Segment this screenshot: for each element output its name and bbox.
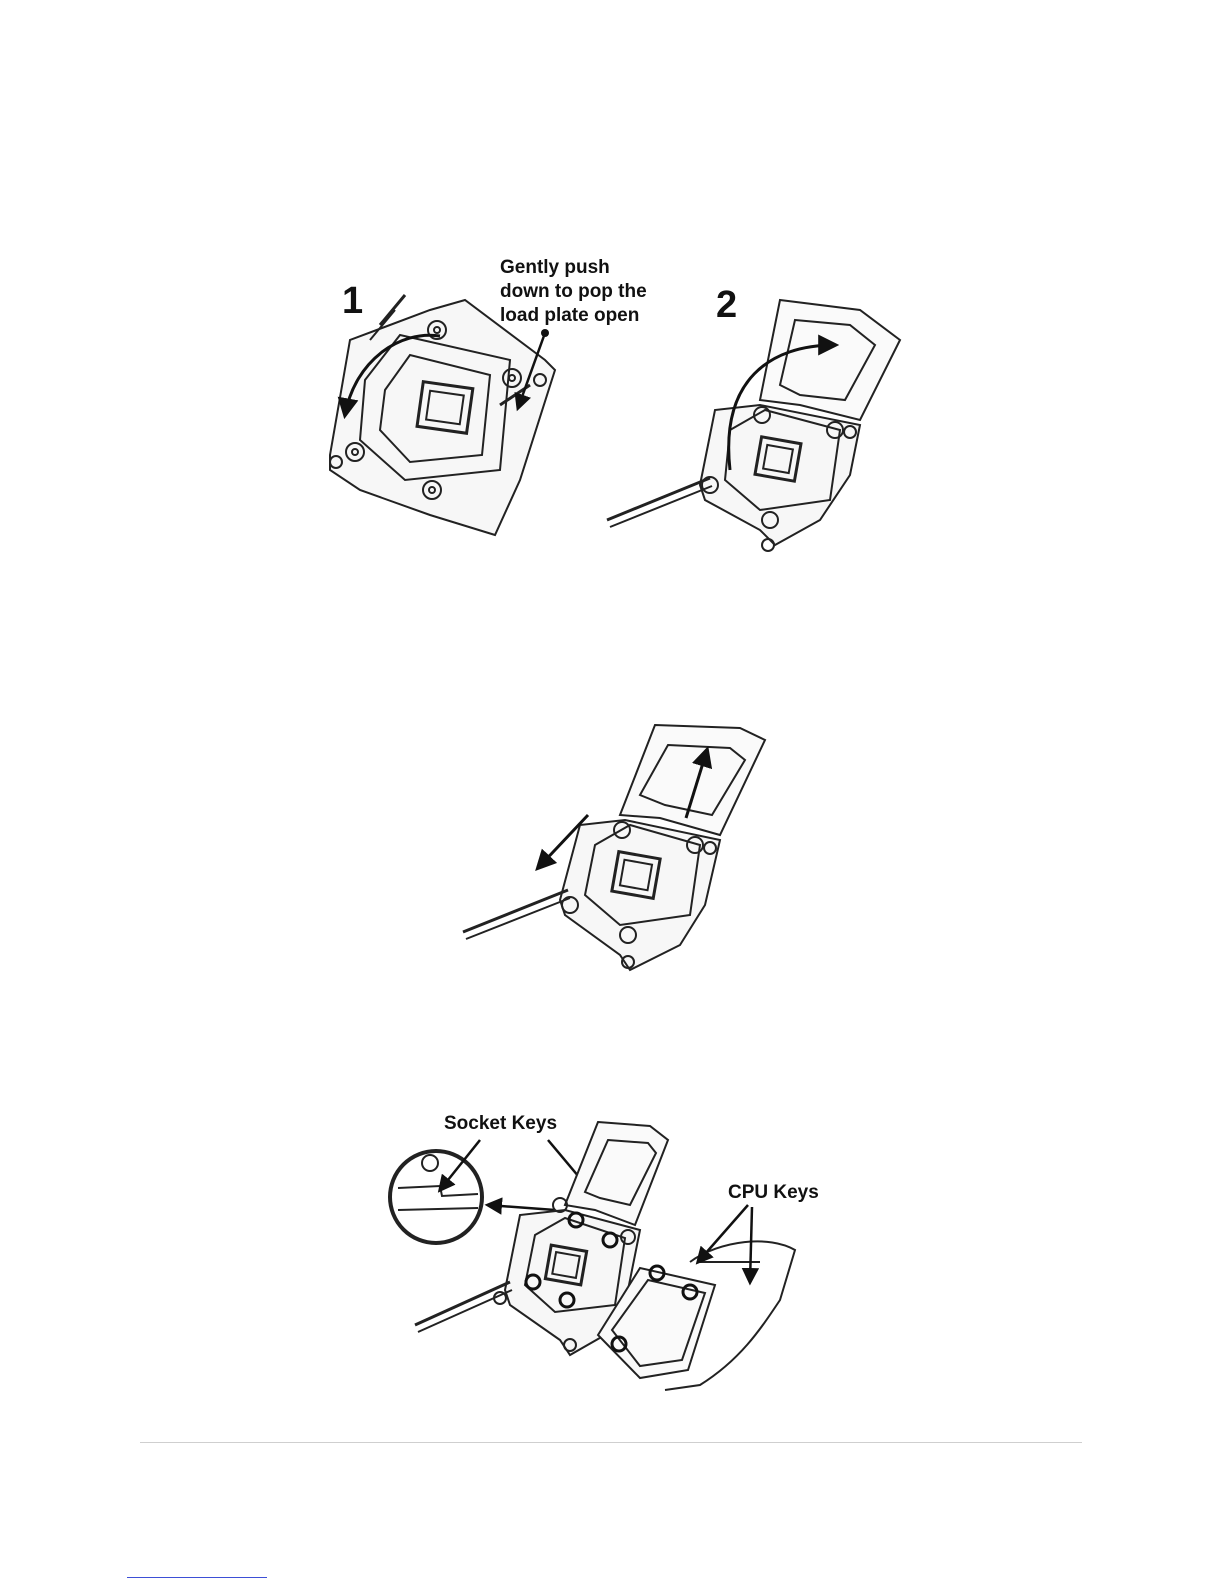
socket-keys-label: Socket Keys <box>444 1113 557 1135</box>
footer-link-underline[interactable] <box>127 1577 267 1578</box>
footer-divider <box>140 1442 1082 1443</box>
figure-keys <box>0 0 1225 1450</box>
cpu-keys-label: CPU Keys <box>728 1182 819 1204</box>
socket-key-magnified-inset <box>390 1151 482 1243</box>
